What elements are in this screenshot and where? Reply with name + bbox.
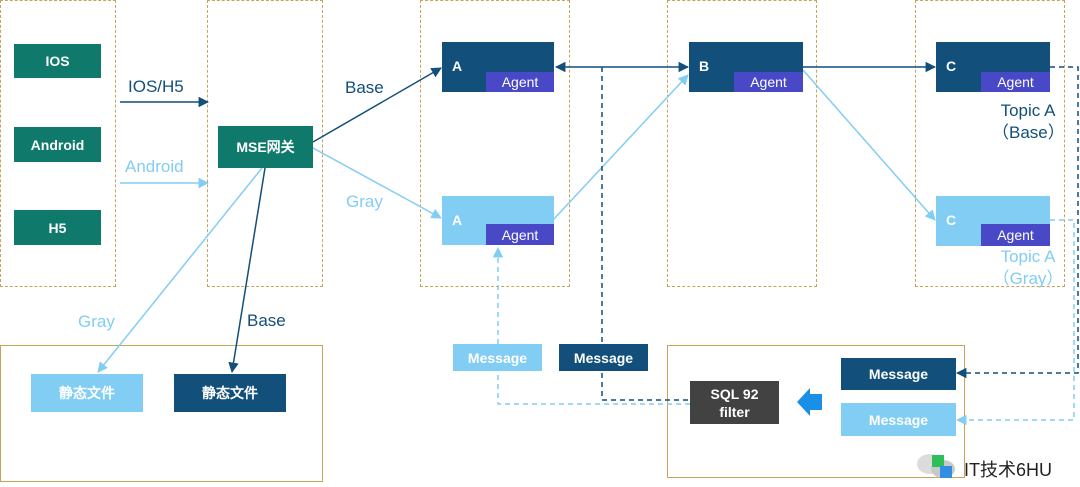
service-a-gray: A Agent <box>442 196 554 245</box>
gateway-to-a-base-arrow <box>312 67 442 143</box>
service-b-name: B <box>699 58 710 74</box>
topic-a-base-line2: （Base） <box>992 123 1065 142</box>
service-a-gray-name: A <box>452 212 463 228</box>
sql92-filter-line1: SQL 92 <box>710 385 759 402</box>
wechat-logo-icon <box>917 454 955 478</box>
watermark: IT技术6HU <box>912 450 1077 484</box>
service-c-gray: C Agent <box>936 196 1050 246</box>
service-b-agent: Agent <box>734 72 803 92</box>
service-c-gray-name: C <box>946 212 957 228</box>
route-label-static-base: Base <box>247 311 286 330</box>
service-a-frame <box>420 0 570 287</box>
route-label-base-a: Base <box>345 78 384 97</box>
client-h5: H5 <box>14 210 101 245</box>
topic-a-gray-label: Topic A （Gray） <box>992 246 1064 290</box>
service-b-frame <box>667 0 817 287</box>
topic-a-base-label: Topic A （Base） <box>992 100 1065 144</box>
clients-frame <box>0 0 116 287</box>
mse-gateway: MSE网关 <box>218 126 313 168</box>
route-label-ios-h5: IOS/H5 <box>128 77 184 96</box>
route-label-android: Android <box>125 157 184 176</box>
message-base-right: Message <box>841 358 956 390</box>
gateway-to-static-base-arrow <box>228 167 266 374</box>
blue-left-arrow-icon <box>797 388 822 416</box>
service-a-base-name: A <box>452 58 463 74</box>
static-file-gray: 静态文件 <box>31 374 143 412</box>
gateway-to-a-gray-arrow <box>312 147 442 219</box>
message-filter-frame <box>667 345 965 478</box>
message-gray-left: Message <box>453 344 542 371</box>
sql92-filter: SQL 92 filter <box>690 381 779 424</box>
filter-to-a-base-route <box>601 67 690 401</box>
gateway-to-static-gray-arrow <box>97 167 263 373</box>
service-a-base: A Agent <box>442 42 554 92</box>
topic-base-route <box>955 66 1079 379</box>
route-label-gray-a: Gray <box>346 192 383 211</box>
service-c-base-name: C <box>946 58 957 74</box>
topic-a-gray-line2: （Gray） <box>992 269 1064 288</box>
service-c-base: C Agent <box>936 42 1050 92</box>
client-ios: IOS <box>14 44 101 78</box>
topic-gray-route <box>955 219 1075 426</box>
service-c-base-agent: Agent <box>981 72 1050 92</box>
client-android: Android <box>14 127 101 162</box>
topic-a-base-line1: Topic A <box>1000 101 1056 120</box>
watermark-text: IT技术6HU <box>964 460 1053 480</box>
a-gray-to-b-arrow <box>552 74 689 221</box>
service-a-base-agent: Agent <box>486 72 554 92</box>
b-to-c-gray-arrow <box>802 69 936 221</box>
static-files-frame <box>0 345 323 482</box>
static-file-base: 静态文件 <box>174 374 286 412</box>
gateway-frame <box>207 0 323 287</box>
service-c-gray-agent: Agent <box>981 224 1050 246</box>
message-base-left: Message <box>559 344 648 371</box>
filter-to-a-gray-route <box>492 246 690 405</box>
message-gray-right: Message <box>841 403 956 436</box>
route-label-static-gray: Gray <box>78 312 115 331</box>
topic-a-gray-line1: Topic A <box>1000 247 1056 266</box>
sql92-filter-line2: filter <box>719 403 750 420</box>
service-c-frame <box>915 0 1065 287</box>
service-a-gray-agent: Agent <box>486 224 554 245</box>
service-b: B Agent <box>689 42 803 92</box>
